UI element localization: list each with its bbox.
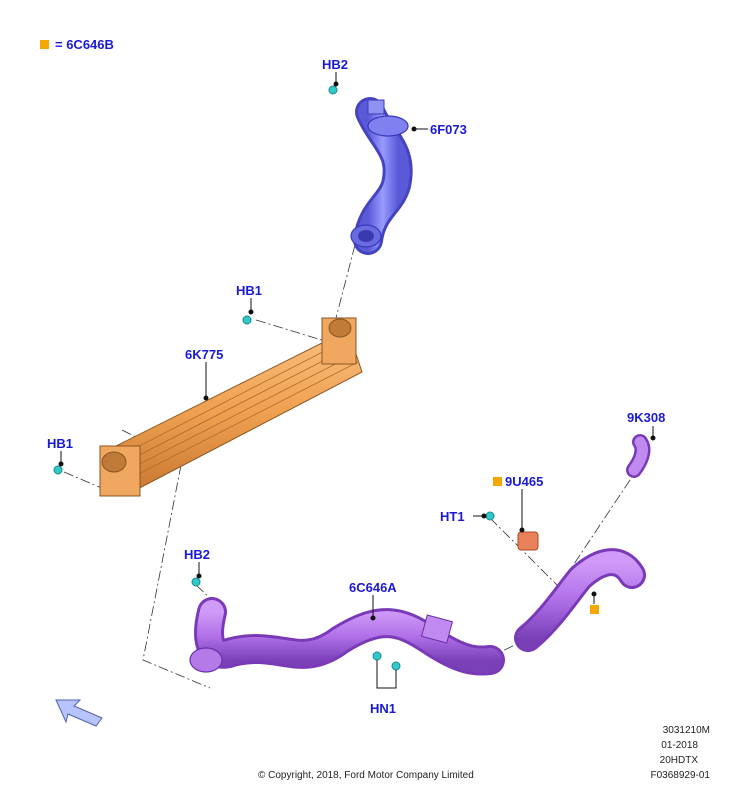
legend-text: = 6C646B [55, 37, 114, 52]
label-9k308: 9K308 [627, 410, 665, 425]
label-ht1: HT1 [440, 509, 465, 524]
label-6c646a: 6C646A [349, 580, 397, 595]
label-hb1-mid: HB1 [236, 283, 262, 298]
copyright-text: © Copyright, 2018, Ford Motor Company Li… [258, 770, 474, 781]
clip-ht1-icon [485, 511, 495, 521]
lower-air-tube-6c646a [189, 597, 505, 676]
bolt-hb2-top-icon [328, 85, 338, 95]
intercooler-6k775 [99, 317, 363, 497]
upper-air-tube-6f073 [350, 97, 413, 255]
label-hb1-left: HB1 [47, 436, 73, 451]
label-6f073: 6F073 [430, 122, 467, 137]
view-direction-arrow-icon [55, 699, 103, 727]
footer-code-4: F0368929-01 [651, 770, 711, 781]
footer-code-1: 3031210M [663, 725, 710, 736]
label-9u465: 9U465 [505, 474, 543, 489]
right-air-tube [514, 434, 651, 652]
bolt-hb1-mid-icon [242, 315, 252, 325]
legend-marker-icon [40, 40, 49, 49]
label-hb2-top: HB2 [322, 57, 348, 72]
label-hb2-bottom: HB2 [184, 547, 210, 562]
label-9u465-marker-icon [493, 477, 502, 486]
sensor-9u465 [517, 531, 539, 551]
label-6k775: 6K775 [185, 347, 223, 362]
nut-hn1-b-icon [391, 661, 401, 671]
bolt-hb2-bottom-icon [191, 577, 201, 587]
label-hn1: HN1 [370, 701, 396, 716]
fasteners [53, 85, 495, 671]
nut-hn1-a-icon [372, 651, 382, 661]
footer-code-3: 20HDTX [660, 755, 699, 766]
callout-leaders [58, 72, 656, 689]
footer-code-2: 01-2018 [661, 740, 698, 751]
bolt-hb1-left-icon [53, 465, 63, 475]
marker-6c646b-icon [590, 605, 599, 614]
